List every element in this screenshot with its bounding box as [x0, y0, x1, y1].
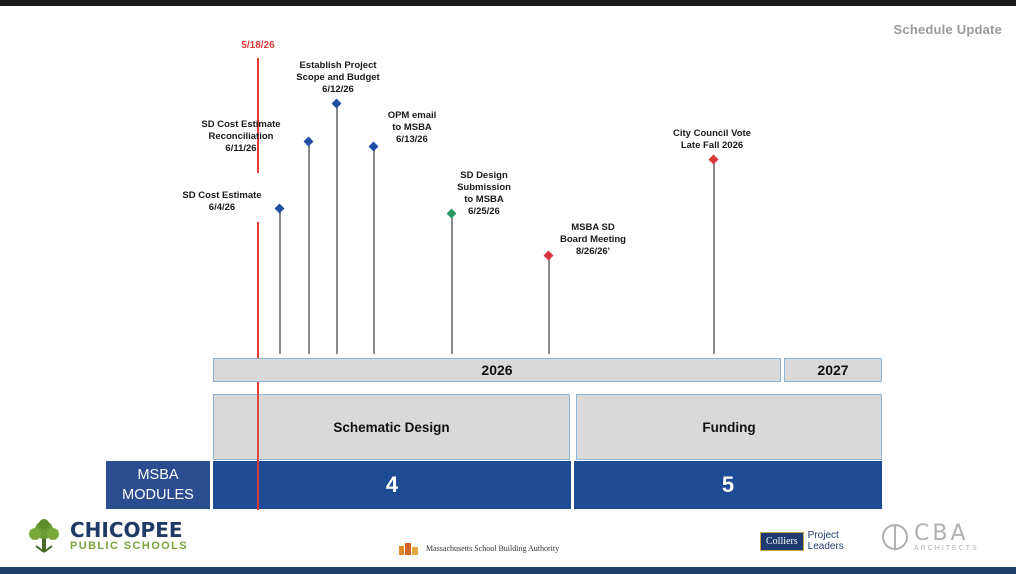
milestone-opm-email-marker [368, 141, 379, 152]
milestone-scope-budget-stem [336, 104, 338, 354]
cba-name: CBA [914, 520, 969, 546]
milestone-sd-submission-marker [446, 208, 457, 219]
year-bar-2026: 2026 [213, 358, 781, 382]
phase-label: Funding [702, 419, 756, 435]
milestone-board-meeting-label: MSBA SD Board Meeting 8/26/26' [560, 222, 626, 257]
milestone-opm-email-stem [373, 147, 375, 354]
phase-schematic-design: Schematic Design [213, 394, 570, 460]
project-leaders-text: Project Leaders [807, 530, 844, 552]
chicopee-name: CHICOPEE [70, 517, 183, 542]
module-number: 4 [385, 472, 399, 497]
msba-name: Massachusetts School Building Authority [426, 543, 560, 553]
milestone-council-vote-marker [708, 154, 719, 165]
module-5-cell: 5 [574, 461, 882, 509]
milestone-sd-cost-estimate-stem [279, 209, 281, 354]
milestone-sd-submission-label: SD Design Submission to MSBA 6/25/26 [457, 170, 511, 217]
milestone-reconciliation-stem [308, 142, 310, 354]
year-label: 2027 [817, 362, 849, 378]
msba-logo: Massachusetts School Building Authority [398, 540, 559, 556]
colliers-logo: Colliers Project Leaders [760, 530, 844, 552]
module-divider [571, 394, 573, 509]
milestone-reconciliation-marker [303, 136, 314, 147]
milestone-board-meeting-marker [543, 250, 554, 261]
msba-modules-label: MSBA MODULES [106, 461, 210, 509]
top-border [0, 0, 1016, 6]
milestone-scope-budget-marker [331, 98, 342, 109]
year-label: 2026 [481, 362, 513, 378]
msba-building-icon [399, 543, 418, 555]
today-line-upper [257, 58, 259, 173]
module-4-cell: 4 [213, 461, 571, 509]
cba-logo: CBA ARCHITECTS [880, 522, 979, 552]
bottom-border [0, 567, 1016, 574]
module-number: 5 [721, 472, 735, 497]
milestone-reconciliation-label: SD Cost Estimate Reconciliation 6/11/26 [201, 119, 281, 154]
cba-sub: ARCHITECTS [914, 544, 979, 552]
milestone-sd-submission-stem [451, 214, 453, 354]
milestone-scope-budget-label: Establish Project Scope and Budget 6/12/… [296, 60, 380, 95]
today-line-overlay [257, 394, 259, 510]
today-date-label: 5/18/26 [241, 40, 275, 51]
milestone-council-vote-label: City Council Vote Late Fall 2026 [673, 128, 751, 151]
tree-icon [29, 519, 59, 553]
colliers-badge: Colliers [760, 531, 804, 551]
phase-label: Schematic Design [333, 419, 450, 435]
milestone-board-meeting-stem [548, 256, 550, 354]
chicopee-logo: CHICOPEE PUBLIC SCHOOLS [24, 516, 188, 556]
year-bar-2027: 2027 [784, 358, 882, 382]
phase-funding: Funding [576, 394, 882, 460]
milestone-council-vote-stem [713, 160, 715, 354]
milestone-opm-email-label: OPM email to MSBA 6/13/26 [387, 110, 437, 145]
slide-title: Schedule Update [893, 22, 1002, 37]
milestone-sd-cost-estimate-label: SD Cost Estimate 6/4/26 [182, 190, 262, 213]
cba-mark-icon [882, 524, 908, 550]
chicopee-sub: PUBLIC SCHOOLS [70, 539, 188, 552]
milestone-sd-cost-estimate-marker [274, 203, 285, 214]
